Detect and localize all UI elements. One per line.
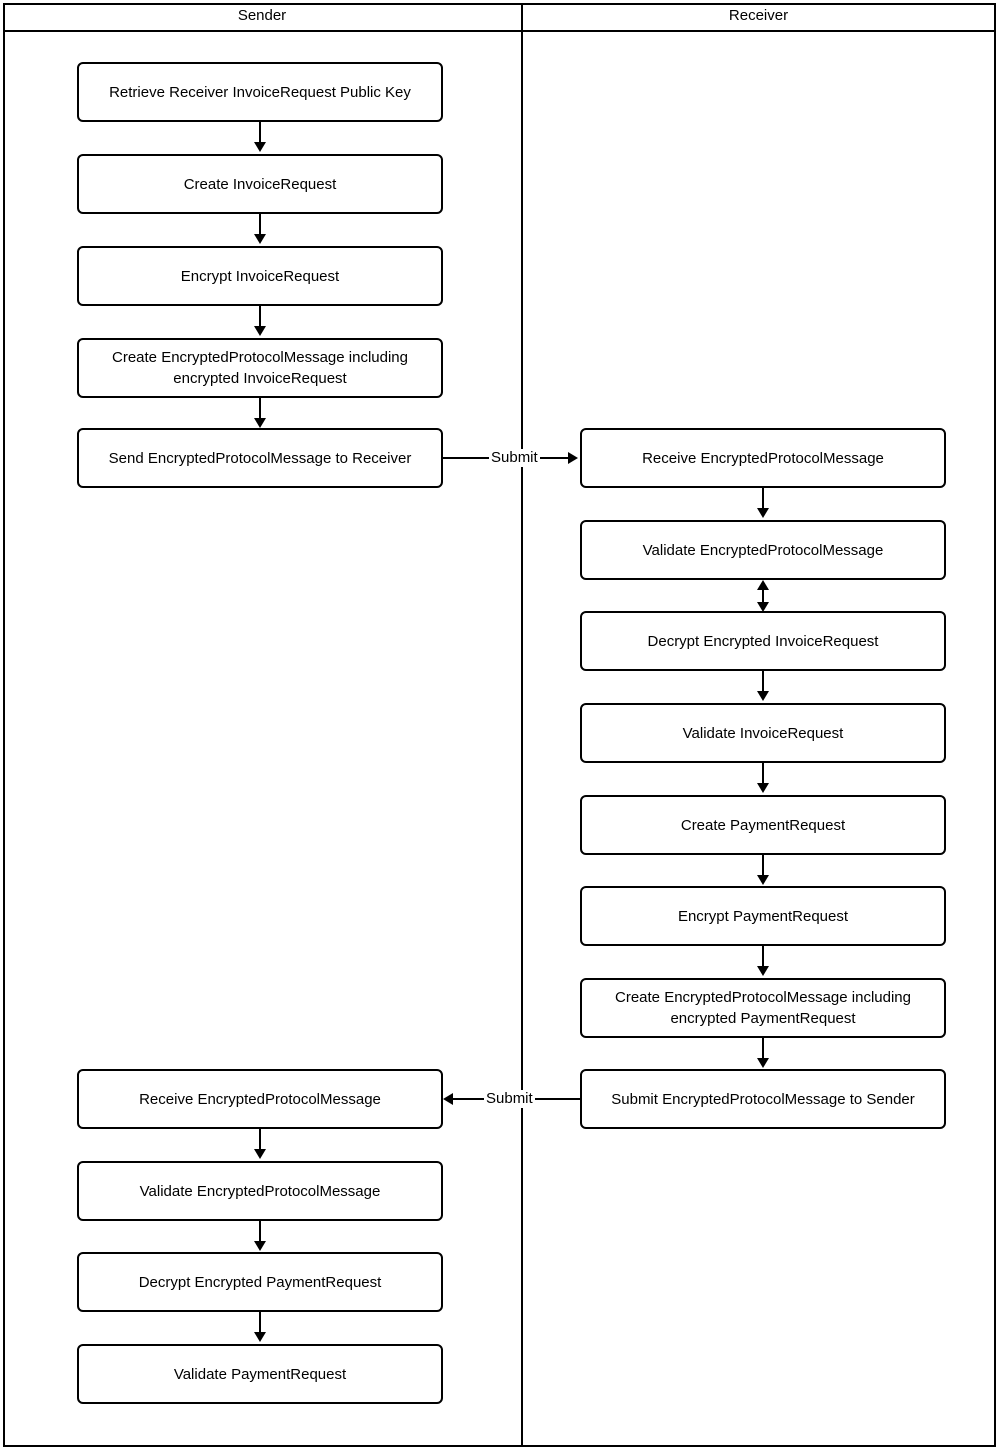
node-label: Validate PaymentRequest [173, 1365, 347, 1383]
edge-n14-n15-arrowhead [254, 1149, 266, 1159]
edge-n12-n13-arrowhead [757, 1058, 769, 1068]
node-label: Retrieve Receiver InvoiceRequest Public … [109, 83, 411, 101]
node-validate-invoicerequest[interactable]: Validate InvoiceRequest [580, 703, 946, 763]
edge-n10-n11-arrowhead [757, 875, 769, 885]
edge-n13-n14-arrowhead [443, 1093, 453, 1105]
edge-n14-n15-line [259, 1129, 261, 1151]
edge-n7-n8-arrowhead-up [757, 580, 769, 590]
edge-n16-n17-arrowhead [254, 1332, 266, 1342]
edge-n4-n5-arrowhead [254, 418, 266, 428]
node-label: Decrypt Encrypted InvoiceRequest [647, 632, 879, 650]
node-label: Validate EncryptedProtocolMessage [642, 541, 884, 559]
node-receive-encryptedprotocolmessage-sender[interactable]: Receive EncryptedProtocolMessage [77, 1069, 443, 1129]
node-validate-encryptedprotocolmessage-sender[interactable]: Validate EncryptedProtocolMessage [77, 1161, 443, 1221]
edge-n15-n16-line [259, 1221, 261, 1243]
edge-label-submit-to-sender: Submit [484, 1090, 535, 1108]
edge-n8-n9-arrowhead [757, 691, 769, 701]
node-label: Receive EncryptedProtocolMessage [139, 1090, 381, 1108]
node-encrypt-paymentrequest[interactable]: Encrypt PaymentRequest [580, 886, 946, 946]
node-label: Create InvoiceRequest [183, 175, 337, 193]
node-label: Create EncryptedProtocolMessage includin… [615, 989, 911, 1027]
node-validate-paymentrequest[interactable]: Validate PaymentRequest [77, 1344, 443, 1404]
edge-n4-n5-line [259, 398, 261, 420]
edge-n9-n10-line [762, 763, 764, 785]
node-create-encryptedprotocolmessage-invoicerequest[interactable]: Create EncryptedProtocolMessage includin… [77, 338, 443, 398]
edge-label-submit-to-receiver: Submit [489, 449, 540, 467]
node-label: Send EncryptedProtocolMessage to Receive… [108, 449, 412, 467]
edge-n6-n7-arrowhead [757, 508, 769, 518]
lane-vertical-divider [521, 3, 523, 1447]
edge-n9-n10-arrowhead [757, 783, 769, 793]
edge-n15-n16-arrowhead [254, 1241, 266, 1251]
edge-n11-n12-arrowhead [757, 966, 769, 976]
edge-n16-n17-line [259, 1312, 261, 1334]
edge-n8-n9-line [762, 671, 764, 693]
node-create-encryptedprotocolmessage-paymentrequest[interactable]: Create EncryptedProtocolMessage includin… [580, 978, 946, 1038]
edge-n1-n2-line [259, 122, 261, 144]
node-create-paymentrequest[interactable]: Create PaymentRequest [580, 795, 946, 855]
edge-n10-n11-line [762, 855, 764, 877]
lane-title-sender: Sender [237, 7, 287, 24]
node-label: Encrypt PaymentRequest [677, 907, 849, 925]
edge-n3-n4-arrowhead [254, 326, 266, 336]
diagram-outer-border [3, 3, 996, 1447]
node-label: Validate InvoiceRequest [682, 724, 844, 742]
lane-header-divider [3, 30, 996, 32]
edge-n2-n3-arrowhead [254, 234, 266, 244]
node-label: Create EncryptedProtocolMessage includin… [112, 349, 408, 387]
node-label: Decrypt Encrypted PaymentRequest [138, 1273, 382, 1291]
node-receive-encryptedprotocolmessage-receiver[interactable]: Receive EncryptedProtocolMessage [580, 428, 946, 488]
node-label: Validate EncryptedProtocolMessage [139, 1182, 381, 1200]
node-label: Encrypt InvoiceRequest [180, 267, 340, 285]
node-label: Submit EncryptedProtocolMessage to Sende… [611, 1090, 915, 1108]
edge-n7-n8-line [762, 582, 764, 610]
lane-title-receiver: Receiver [728, 7, 789, 24]
node-label: Receive EncryptedProtocolMessage [642, 449, 884, 467]
edge-n1-n2-arrowhead [254, 142, 266, 152]
node-submit-encryptedprotocolmessage-to-sender[interactable]: Submit EncryptedProtocolMessage to Sende… [580, 1069, 946, 1129]
node-decrypt-encrypted-paymentrequest[interactable]: Decrypt Encrypted PaymentRequest [77, 1252, 443, 1312]
node-decrypt-encrypted-invoicerequest[interactable]: Decrypt Encrypted InvoiceRequest [580, 611, 946, 671]
node-create-invoicerequest[interactable]: Create InvoiceRequest [77, 154, 443, 214]
node-validate-encryptedprotocolmessage-receiver[interactable]: Validate EncryptedProtocolMessage [580, 520, 946, 580]
edge-n5-n6-arrowhead [568, 452, 578, 464]
edge-n2-n3-line [259, 214, 261, 236]
edge-n7-n8-arrowhead-down [757, 602, 769, 612]
node-retrieve-receiver-invoicerequest-public-key[interactable]: Retrieve Receiver InvoiceRequest Public … [77, 62, 443, 122]
node-label: Create PaymentRequest [680, 816, 846, 834]
edge-n3-n4-line [259, 306, 261, 328]
node-encrypt-invoicerequest[interactable]: Encrypt InvoiceRequest [77, 246, 443, 306]
node-send-encryptedprotocolmessage-to-receiver[interactable]: Send EncryptedProtocolMessage to Receive… [77, 428, 443, 488]
edge-n6-n7-line [762, 488, 764, 510]
edge-n12-n13-line [762, 1038, 764, 1060]
edge-n11-n12-line [762, 946, 764, 968]
